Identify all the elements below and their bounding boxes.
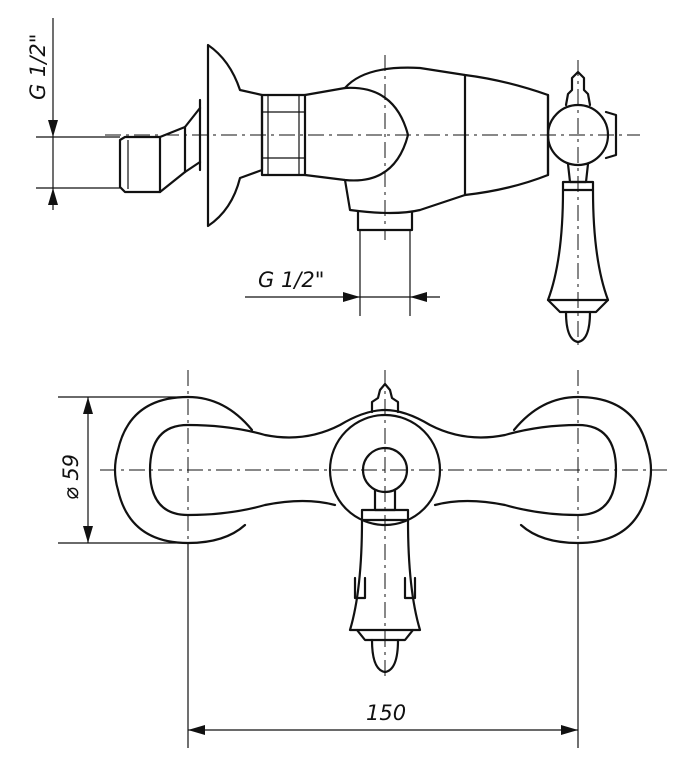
front-view bbox=[100, 370, 670, 748]
inlet-thread-label: G 1/2" bbox=[26, 34, 50, 100]
handle-knob bbox=[361, 446, 409, 494]
spacing-label: 150 bbox=[366, 701, 406, 725]
connector-arm bbox=[303, 86, 410, 182]
handle-front bbox=[348, 488, 422, 674]
arrow-down bbox=[83, 526, 93, 543]
arrow-up bbox=[83, 397, 93, 414]
inlet-nipple bbox=[118, 98, 202, 194]
handle-rosette bbox=[328, 413, 442, 527]
spacing-dimension: 150 bbox=[188, 701, 578, 735]
right-flange bbox=[519, 395, 653, 545]
arrow-left bbox=[188, 725, 205, 735]
inlet-thread-dimension: G 1/2" bbox=[26, 18, 120, 210]
left-flange bbox=[113, 395, 247, 545]
handle-side bbox=[546, 70, 618, 344]
diameter-label: ⌀ 59 bbox=[59, 454, 83, 500]
outlet-stub bbox=[356, 210, 414, 316]
outlet-thread-dimension: G 1/2" bbox=[245, 268, 440, 302]
top-finial bbox=[370, 382, 400, 414]
side-view bbox=[105, 43, 640, 345]
valve-body bbox=[343, 66, 550, 215]
arrow-right bbox=[343, 292, 360, 302]
diameter-dimension: ⌀ 59 bbox=[58, 396, 188, 544]
arrow-right bbox=[561, 725, 578, 735]
outlet-thread-label: G 1/2" bbox=[258, 268, 324, 292]
body-outline bbox=[148, 408, 618, 517]
arrow-left bbox=[410, 292, 427, 302]
arrow-down bbox=[48, 120, 58, 137]
arrow-up bbox=[48, 188, 58, 205]
